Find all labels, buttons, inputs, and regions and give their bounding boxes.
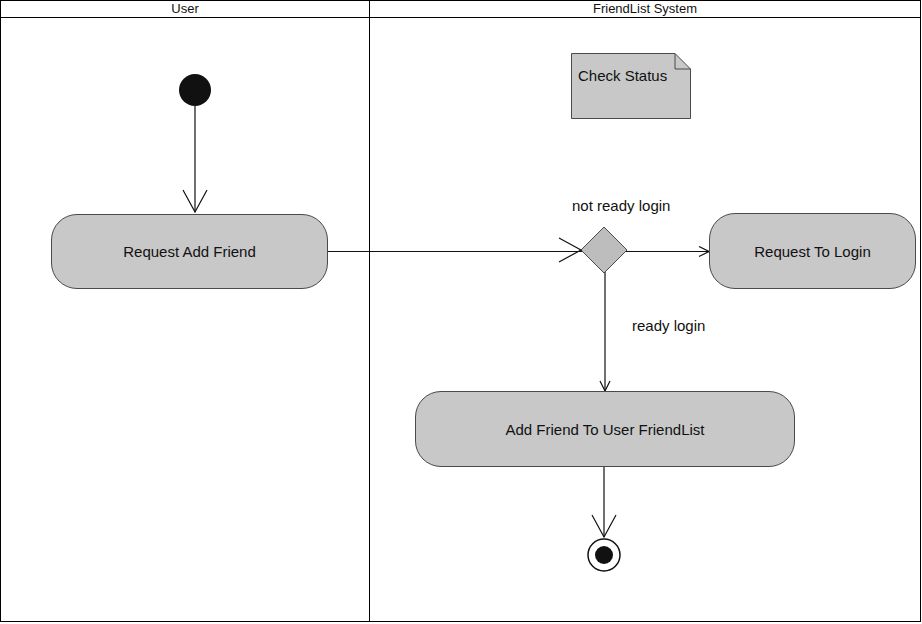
control-flow	[603, 466, 604, 537]
arrow-head	[592, 515, 616, 537]
action-box: Request Add Friend	[51, 214, 328, 289]
action-label: Request To Login	[754, 243, 870, 260]
arrow-head	[559, 238, 581, 262]
action-label: Add Friend To User FriendList	[506, 421, 705, 438]
initial-node	[179, 74, 211, 106]
note-box: Check Status	[571, 53, 691, 119]
guard-label: not ready login	[570, 197, 672, 214]
swimlane: FriendList SystemCheck StatusRequest To …	[369, 0, 921, 622]
action-box: Add Friend To User FriendList	[415, 391, 795, 467]
action-box: Request To Login	[709, 213, 916, 289]
control-flow	[194, 106, 195, 212]
final-node	[588, 539, 620, 571]
lane-title: User	[1, 1, 369, 18]
note-text: Check Status	[578, 67, 667, 84]
swimlane: UserRequest Add Friend	[0, 0, 370, 622]
note-shape	[572, 54, 691, 119]
decision-diamond	[581, 227, 627, 273]
note-outline	[571, 53, 691, 119]
note-fold	[675, 54, 691, 70]
arrow-head	[183, 190, 207, 212]
final-node-core	[595, 546, 613, 564]
guard-label: ready login	[630, 317, 707, 334]
lane-title: FriendList System	[370, 1, 920, 18]
action-label: Request Add Friend	[123, 243, 256, 260]
